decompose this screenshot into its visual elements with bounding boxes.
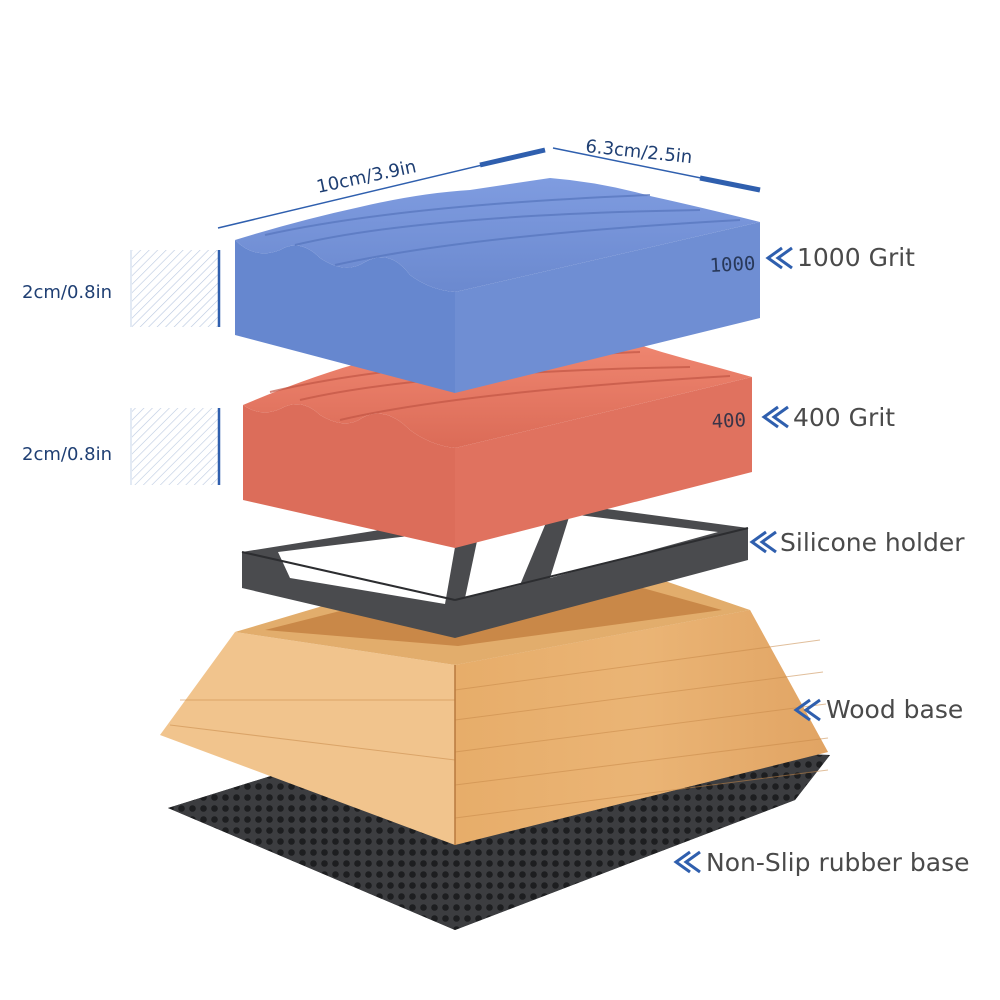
- callout-label-1000-grit: 1000 Grit: [797, 243, 915, 272]
- callout-wood-base: Wood base: [793, 695, 963, 724]
- width-label: 6.3cm/2.5in: [584, 136, 693, 168]
- callout-label-wood-base: Wood base: [826, 695, 963, 724]
- callout-non-slip-base: Non-Slip rubber base: [673, 848, 970, 877]
- top-height-label: 2cm/0.8in: [22, 282, 112, 303]
- dimension-height-bottom: 2cm/0.8in: [22, 408, 221, 485]
- callout-1000-grit: 1000 Grit: [765, 243, 915, 272]
- callout-400-grit: 400 Grit: [761, 403, 895, 432]
- dimension-height-top: 2cm/0.8in: [22, 250, 221, 327]
- stone-grit-stamp-400: 400: [711, 409, 746, 433]
- bottom-height-label: 2cm/0.8in: [22, 444, 112, 465]
- callout-label-silicone-holder: Silicone holder: [780, 528, 965, 557]
- chevron-left-icon: [761, 405, 789, 429]
- chevron-left-icon: [749, 530, 777, 554]
- length-label: 10cm/3.9in: [315, 156, 419, 198]
- chevron-left-icon: [765, 246, 793, 270]
- blue-stone: 1000: [235, 178, 760, 393]
- callout-label-non-slip-base: Non-Slip rubber base: [706, 848, 970, 877]
- silicone-holder: [241, 502, 749, 638]
- chevron-left-icon: [793, 698, 821, 722]
- stone-grit-stamp-1000: 1000: [709, 253, 756, 277]
- callout-silicone-holder: Silicone holder: [749, 528, 965, 557]
- chevron-left-icon: [673, 850, 701, 874]
- callout-label-400-grit: 400 Grit: [793, 403, 895, 432]
